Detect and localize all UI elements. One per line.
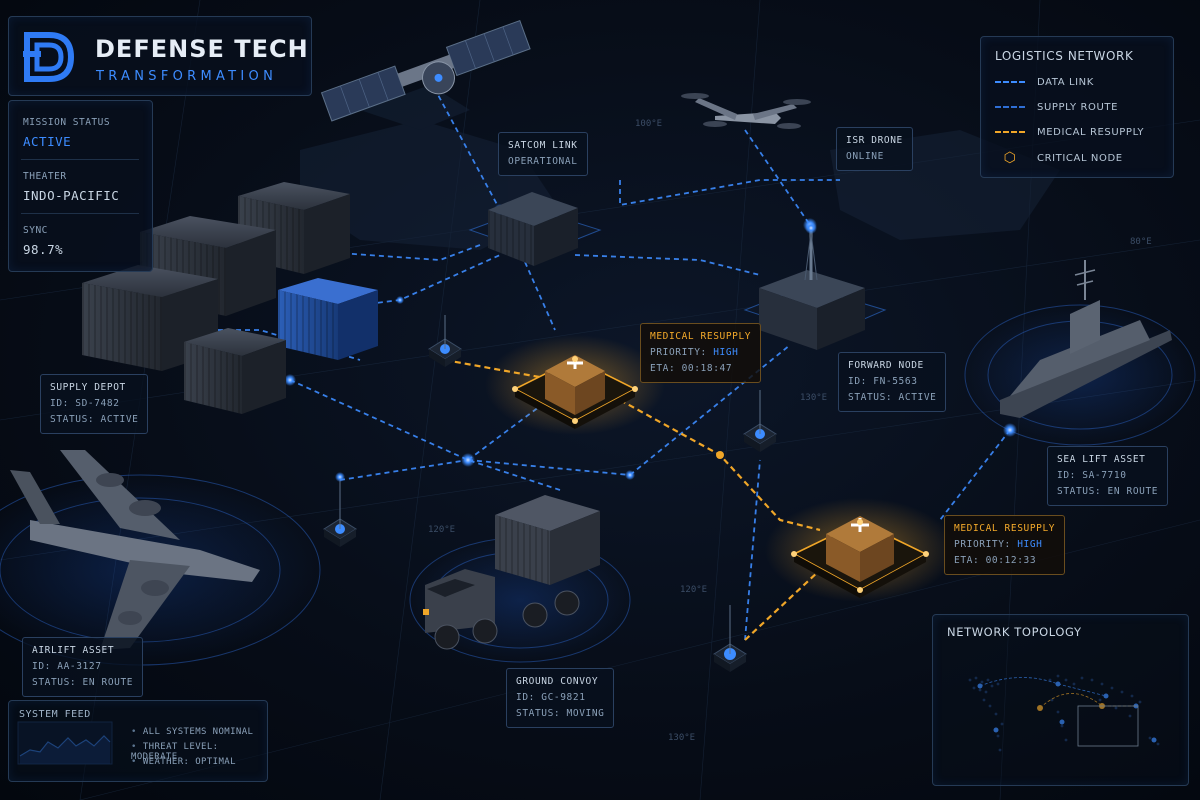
network-topology-title: NETWORK TOPOLOGY xyxy=(947,625,1082,639)
mission-status-value: ACTIVE xyxy=(23,134,72,149)
mission-status-panel: MISSION STATUS ACTIVE THEATER INDO-PACIF… xyxy=(8,100,153,272)
sealift-title: SEA LIFT ASSET xyxy=(1057,454,1146,465)
isr-drone-tag[interactable]: ISR DRONE ONLINE xyxy=(836,127,913,171)
feed-item: ALL SYSTEMS NOMINAL xyxy=(131,727,253,737)
brand-title: DEFENSE TECH xyxy=(95,35,309,63)
forward-id: ID: FN-5563 xyxy=(848,376,918,387)
system-feed-panel: SYSTEM FEED ALL SYSTEMS NOMINAL THREAT L… xyxy=(8,700,268,782)
network-topology-panel[interactable]: NETWORK TOPOLOGY xyxy=(932,614,1189,786)
data-link-swatch xyxy=(995,81,1025,83)
map-coordinate-label: 100°E xyxy=(635,119,662,129)
brand-subtitle: TRANSFORMATION xyxy=(96,69,278,84)
sealift-status: STATUS: EN ROUTE xyxy=(1057,486,1159,497)
brand-panel: DEFENSE TECH TRANSFORMATION xyxy=(8,16,312,96)
drone-title: ISR DRONE xyxy=(846,135,903,146)
drone-status: ONLINE xyxy=(846,151,884,162)
airlift-title: AIRLIFT ASSET xyxy=(32,645,115,656)
medical-resupply-tag-2[interactable]: MEDICAL RESUPPLY PRIORITY: HIGH ETA: 00:… xyxy=(944,515,1066,575)
satcom-link-tag[interactable]: SATCOM LINK OPERATIONAL xyxy=(498,132,588,176)
medical-title: MEDICAL RESUPPLY xyxy=(954,523,1056,534)
satellite-icon xyxy=(320,19,531,122)
medical-eta: ETA: 00:12:33 xyxy=(954,555,1037,566)
airlift-asset-tag[interactable]: AIRLIFT ASSET ID: AA-3127 STATUS: EN ROU… xyxy=(22,637,144,697)
depot-title: SUPPLY DEPOT xyxy=(50,382,126,393)
convoy-id: ID: GC-9821 xyxy=(516,692,586,703)
map-coordinate-label: 130°E xyxy=(800,393,827,403)
supply-depot-containers xyxy=(82,182,378,414)
theater-label: THEATER xyxy=(23,171,67,182)
map-coordinates: 100°E 80°E 130°E 120°E 130°E 120°E xyxy=(428,119,1152,743)
medical-priority: PRIORITY: HIGH xyxy=(954,539,1043,550)
ground-convoy-tag[interactable]: GROUND CONVOY ID: GC-9821 STATUS: MOVING xyxy=(506,668,615,728)
medical-title: MEDICAL RESUPPLY xyxy=(650,331,752,342)
forward-node-building xyxy=(743,222,887,350)
legend-title: LOGISTICS NETWORK xyxy=(995,49,1134,63)
legend-item-medical-resupply[interactable]: MEDICAL RESUPPLY xyxy=(995,127,1144,138)
sea-lift-ship-icon xyxy=(1000,260,1172,418)
map-coordinate-label: 130°E xyxy=(668,733,695,743)
sea-lift-asset-tag[interactable]: SEA LIFT ASSET ID: SA-7710 STATUS: EN RO… xyxy=(1047,446,1169,506)
legend-item-supply-route[interactable]: SUPPLY ROUTE xyxy=(995,102,1118,113)
airlift-id: ID: AA-3127 xyxy=(32,661,102,672)
supply-route-swatch xyxy=(995,106,1025,108)
system-feed-title: SYSTEM FEED xyxy=(19,709,91,720)
medical-priority: PRIORITY: HIGH xyxy=(650,347,739,358)
divider xyxy=(21,159,139,160)
relay-pylons xyxy=(323,315,777,672)
map-coordinate-label: 120°E xyxy=(428,525,455,535)
legend-item-critical-node[interactable]: ⬡CRITICAL NODE xyxy=(995,151,1123,165)
airlift-aircraft-icon xyxy=(10,450,260,650)
medical-node-2 xyxy=(765,498,955,602)
critical-node-hexagon-icon: ⬡ xyxy=(1003,150,1017,166)
feed-item: WEATHER: OPTIMAL xyxy=(131,757,236,767)
theater-value: INDO-PACIFIC xyxy=(23,188,120,203)
medical-eta: ETA: 00:18:47 xyxy=(650,363,733,374)
convoy-title: GROUND CONVOY xyxy=(516,676,599,687)
sync-value: 98.7% xyxy=(23,242,64,257)
map-coordinate-label: 80°E xyxy=(1130,237,1152,247)
divider xyxy=(21,213,139,214)
drone-icon xyxy=(681,93,811,129)
ground-convoy-truck-icon xyxy=(423,495,600,650)
airlift-status: STATUS: EN ROUTE xyxy=(32,677,134,688)
depot-id: ID: SD-7482 xyxy=(50,398,120,409)
map-coordinate-label: 120°E xyxy=(680,585,707,595)
satcom-title: SATCOM LINK xyxy=(508,140,578,151)
forward-node-tag[interactable]: FORWARD NODE ID: FN-5563 STATUS: ACTIVE xyxy=(838,352,947,412)
medical-resupply-tag-1[interactable]: MEDICAL RESUPPLY PRIORITY: HIGH ETA: 00:… xyxy=(640,323,762,383)
satcom-status: OPERATIONAL xyxy=(508,156,578,167)
medical-resupply-swatch xyxy=(995,131,1025,133)
forward-status: STATUS: ACTIVE xyxy=(848,392,937,403)
forward-title: FORWARD NODE xyxy=(848,360,924,371)
satcom-node xyxy=(468,192,602,266)
topology-world-map xyxy=(968,674,1160,752)
legend-item-data-link[interactable]: DATA LINK xyxy=(995,77,1094,88)
mission-status-label: MISSION STATUS xyxy=(23,117,111,128)
medical-node-1 xyxy=(485,335,665,435)
defense-tech-logo-icon xyxy=(23,32,75,82)
convoy-status: STATUS: MOVING xyxy=(516,708,605,719)
depot-status: STATUS: ACTIVE xyxy=(50,414,139,425)
supply-depot-tag[interactable]: SUPPLY DEPOT ID: SD-7482 STATUS: ACTIVE xyxy=(40,374,149,434)
map-landmass xyxy=(300,85,1060,250)
sync-label: SYNC xyxy=(23,225,48,236)
legend-panel: LOGISTICS NETWORK DATA LINK SUPPLY ROUTE… xyxy=(980,36,1174,178)
sealift-id: ID: SA-7710 xyxy=(1057,470,1127,481)
